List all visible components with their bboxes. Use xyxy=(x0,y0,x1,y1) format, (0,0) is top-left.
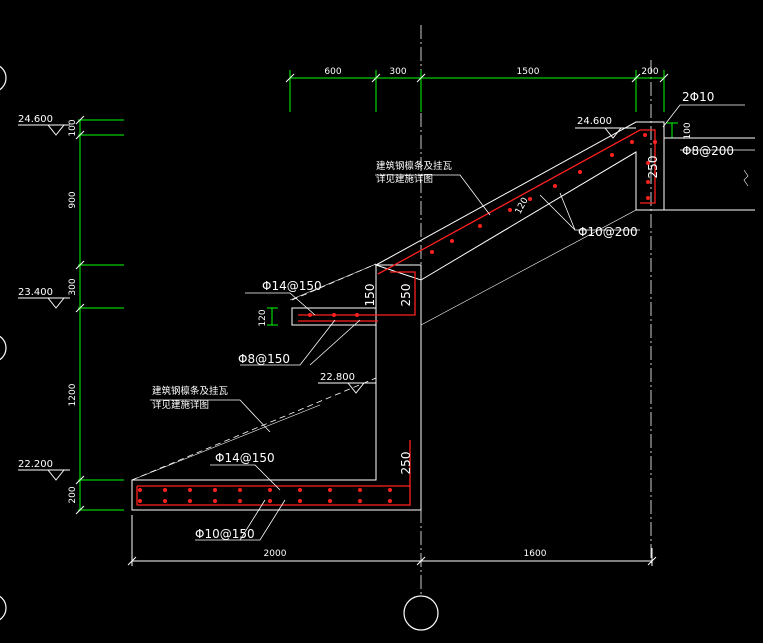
label-slab-bars: Φ10@200 xyxy=(578,225,638,239)
label-base-bottom: Φ10@150 xyxy=(195,527,255,541)
axis-bubble-bottom xyxy=(0,595,7,621)
dim-base-250: 250 xyxy=(399,452,413,475)
dim-ledge-120: 120 xyxy=(258,309,268,326)
dim-top-200: 200 xyxy=(641,67,658,77)
rebar-dots xyxy=(138,133,657,503)
label-ledge-bottom: Φ8@150 xyxy=(238,352,290,366)
dashed-roof-lines xyxy=(131,263,377,481)
construction-lines xyxy=(131,169,749,481)
dim-left-200: 200 xyxy=(68,486,78,503)
dim-bottom-1600: 1600 xyxy=(524,549,547,559)
level-24600-left: 24.600 xyxy=(18,114,53,125)
label-ledge-top: Φ14@150 xyxy=(262,279,322,293)
dim-wall-150: 150 xyxy=(363,284,377,307)
bottom-dimension-lines xyxy=(127,515,657,566)
level-markers xyxy=(18,124,636,481)
dim-left-300: 300 xyxy=(68,278,78,295)
label-beam-stirrup: Φ8@200 xyxy=(682,144,734,158)
leader-lines xyxy=(150,104,755,541)
axis-bubble-top xyxy=(0,65,7,91)
level-23400: 23.400 xyxy=(18,287,53,298)
dim-top-300: 300 xyxy=(389,67,406,77)
dim-beam-250: 250 xyxy=(646,156,660,179)
label-top-bars: 2Φ10 xyxy=(682,90,714,104)
note-upper-line1: 建筑钢檩条及挂瓦 xyxy=(376,160,453,172)
dim-top-600: 600 xyxy=(324,67,341,77)
dim-bottom-2000: 2000 xyxy=(264,549,287,559)
dimension-lines xyxy=(78,70,678,511)
dim-beam-100: 100 xyxy=(683,122,693,139)
concrete-outline xyxy=(131,121,755,511)
dim-left-900: 900 xyxy=(68,191,78,208)
note-lower-line1: 建筑钢檩条及挂瓦 xyxy=(152,385,229,397)
axis-bubbles xyxy=(0,65,439,631)
level-22800: 22.800 xyxy=(320,372,355,383)
note-lower-line2: 详见建施详图 xyxy=(152,399,209,411)
rebar-lines xyxy=(136,129,656,506)
dim-wall-250: 250 xyxy=(399,284,413,307)
level-22200: 22.200 xyxy=(18,459,53,470)
level-24600-right: 24.600 xyxy=(577,116,612,127)
label-base-top: Φ14@150 xyxy=(215,451,275,465)
dim-top-1500: 1500 xyxy=(517,67,540,77)
note-upper-line2: 详见建施详图 xyxy=(376,173,433,185)
dim-left-100: 100 xyxy=(68,119,78,136)
axis-bubble-center xyxy=(403,595,439,631)
dim-left-1200: 1200 xyxy=(68,383,78,406)
dimension-ticks xyxy=(75,73,669,515)
axis-bubble-mid xyxy=(0,335,7,361)
axis-lines xyxy=(420,25,652,596)
